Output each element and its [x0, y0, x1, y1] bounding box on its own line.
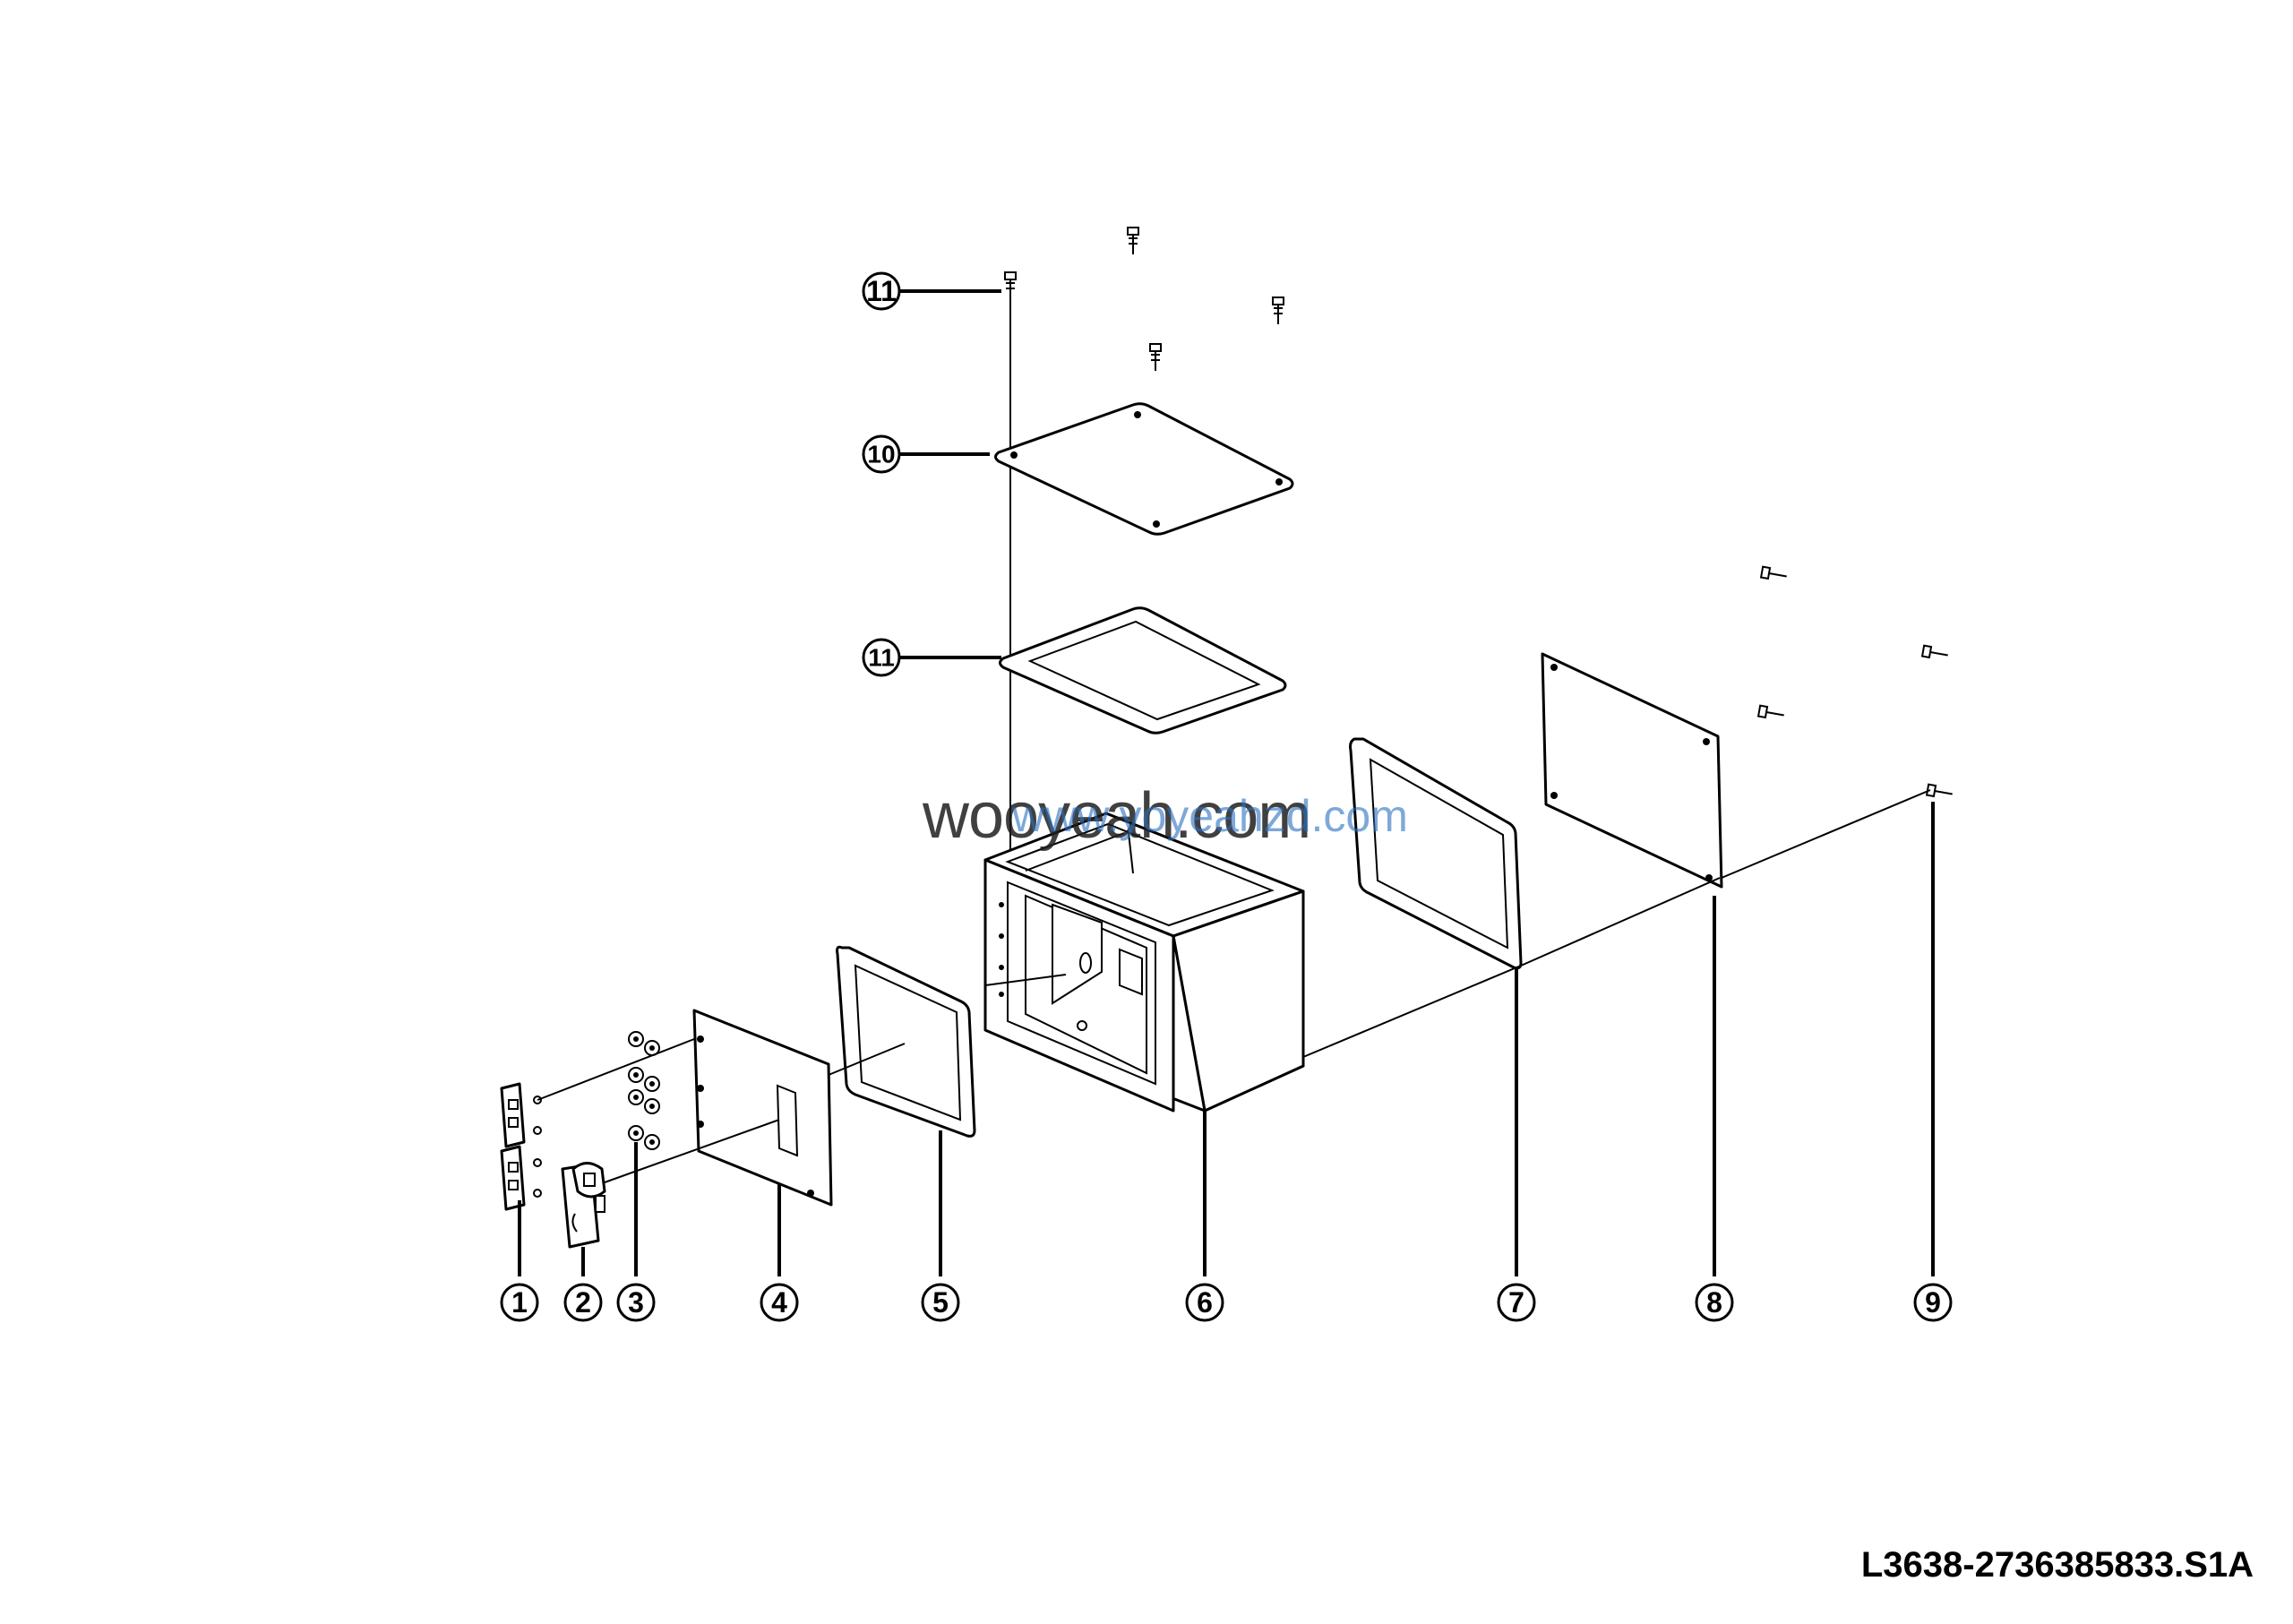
- callout-4: 4: [760, 1283, 799, 1322]
- callout-3: 3: [616, 1283, 656, 1322]
- hinges: [500, 1082, 542, 1211]
- callout-label: 9: [1925, 1286, 1941, 1319]
- callout-5: 5: [921, 1283, 960, 1322]
- callout-9-top: 11: [862, 271, 901, 311]
- callout-10: 10: [862, 434, 901, 474]
- rear-gasket: [1349, 737, 1523, 970]
- watermark-overlay: www.yoyeahzd.com: [1012, 791, 1408, 841]
- assembly-lines: [537, 789, 1931, 1183]
- callout-label: 3: [628, 1286, 644, 1319]
- callout-label: 6: [1197, 1286, 1213, 1319]
- main-enclosure-box: [983, 812, 1305, 1113]
- callout-label: 1: [511, 1286, 528, 1319]
- front-door-plate: [692, 1009, 833, 1207]
- rear-plate: [1541, 652, 1723, 889]
- callout-11: 11: [862, 638, 901, 677]
- top-cover-plate: [994, 402, 1294, 536]
- callout-8: 8: [1695, 1283, 1734, 1322]
- top-bolts: [1004, 227, 1284, 371]
- callout-9-bottom: 9: [1913, 1283, 1953, 1322]
- callout-label: 2: [575, 1286, 591, 1319]
- top-gasket: [999, 606, 1287, 735]
- front-gasket: [836, 945, 976, 1138]
- callout-1: 1: [500, 1283, 539, 1322]
- callout-label: 11: [868, 644, 895, 672]
- latch-lock: [561, 1162, 606, 1249]
- callout-label: 7: [1508, 1286, 1524, 1319]
- side-bolts: [1756, 565, 1953, 798]
- leader-lines: [518, 289, 1935, 1276]
- callout-6: 6: [1185, 1283, 1224, 1322]
- callout-label: 4: [771, 1286, 787, 1319]
- drawing-code: L3638-2736385833.S1A: [1860, 1545, 2254, 1585]
- callout-7: 7: [1497, 1283, 1536, 1322]
- callout-2: 2: [563, 1283, 603, 1322]
- callout-label: 10: [867, 441, 895, 468]
- watermark: wooyeah.com: [923, 780, 1311, 852]
- callout-label: 8: [1706, 1286, 1722, 1319]
- nuts: [628, 1031, 660, 1150]
- callout-label: 11: [866, 275, 897, 307]
- callout-label: 5: [932, 1286, 949, 1319]
